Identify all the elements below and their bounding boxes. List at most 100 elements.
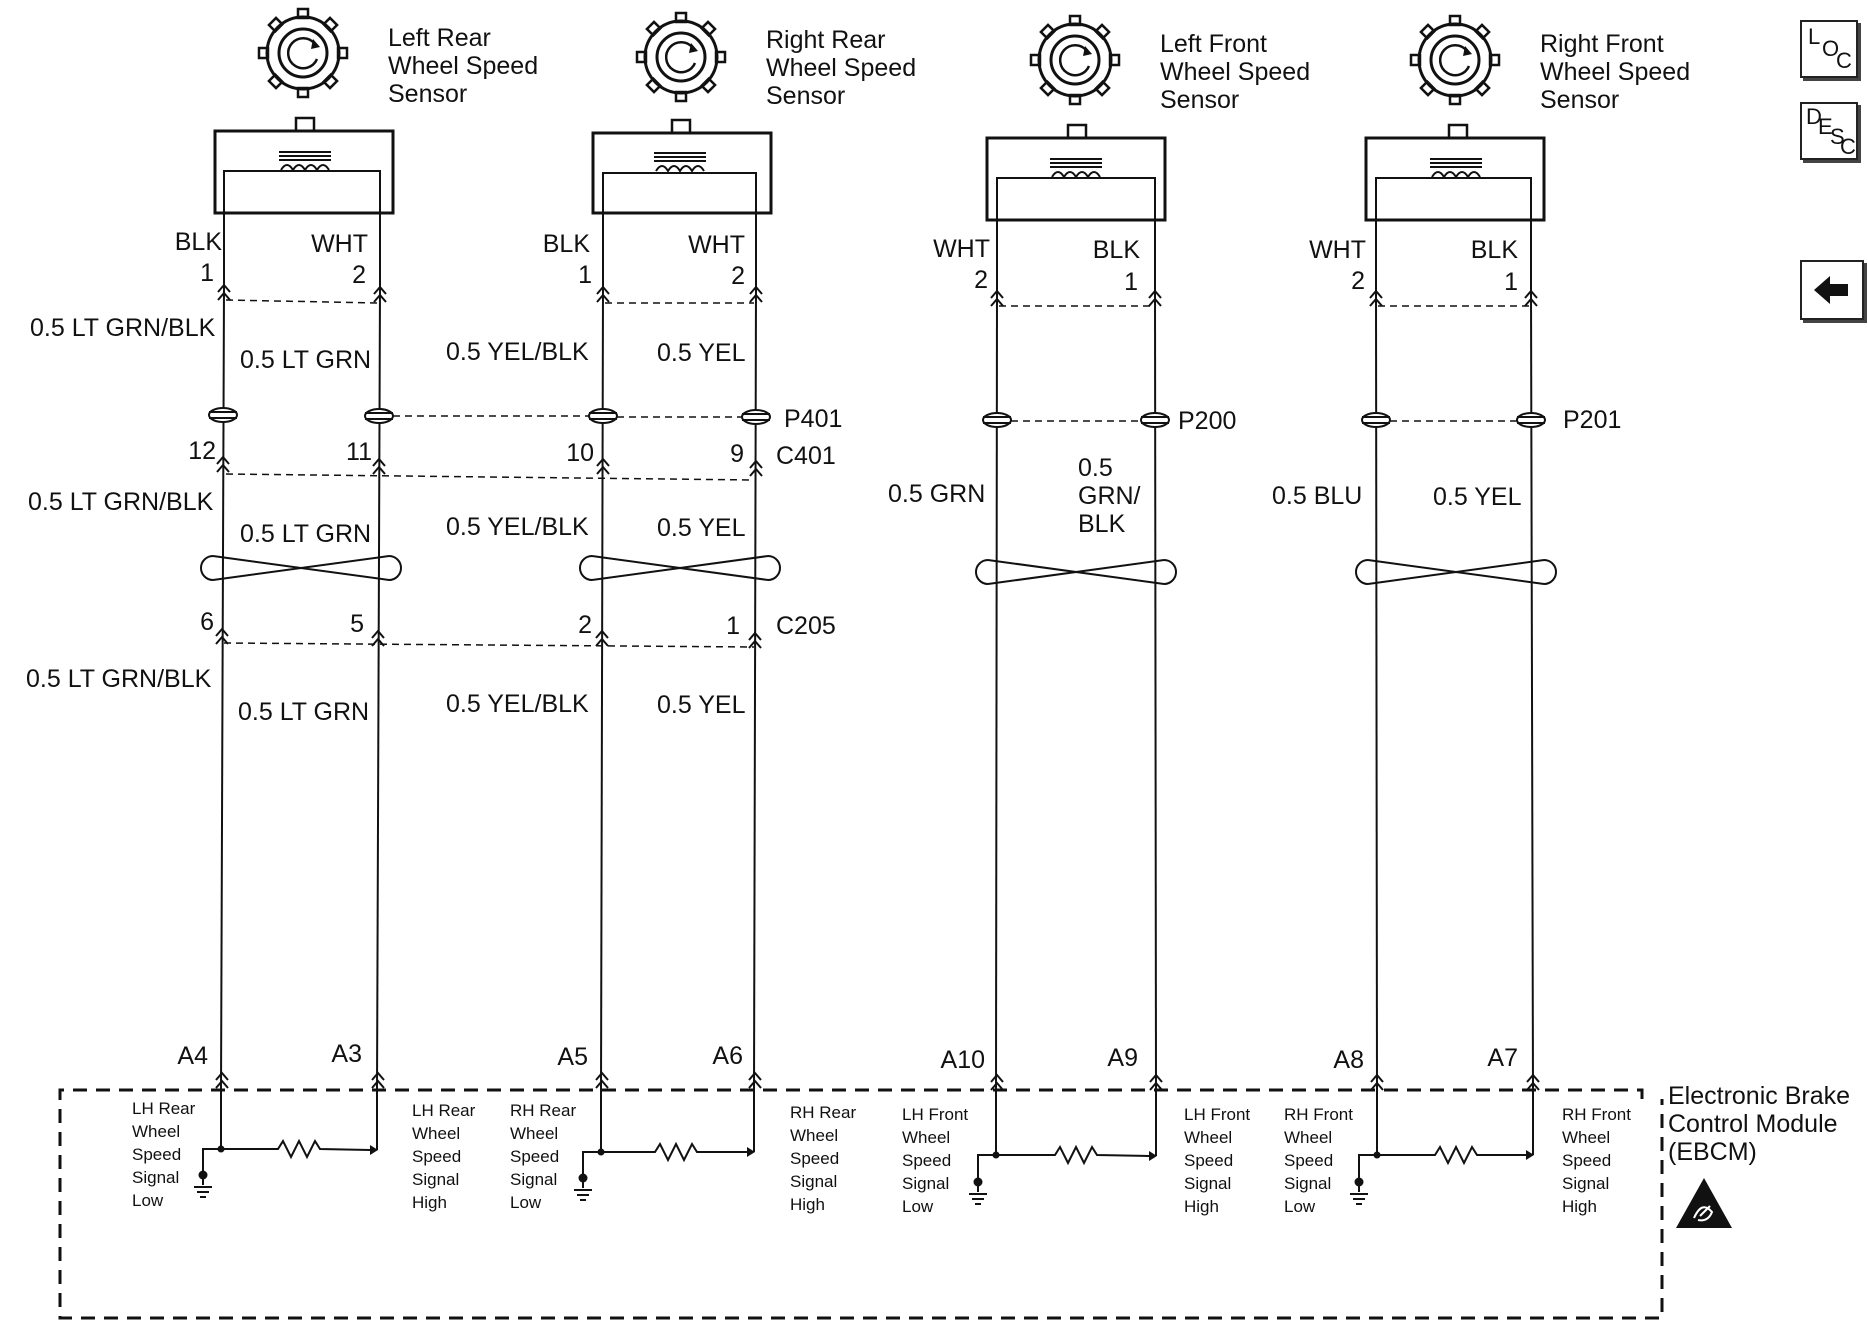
signal-label-line: RH Rear (790, 1103, 856, 1122)
wire-color-label: BLK (1471, 236, 1519, 264)
signal-label-line: LH Front (1184, 1105, 1250, 1124)
back-button[interactable] (1800, 260, 1864, 320)
ebcm-pin-label: A10 (941, 1046, 985, 1074)
desc-letter: S (1830, 124, 1845, 149)
signal-label-lh-front-low: LH Front Wheel Speed Signal Low (902, 1105, 968, 1216)
signal-label-line: Speed (510, 1147, 559, 1166)
loc-letter: C (1836, 48, 1852, 73)
ground-icon (968, 1176, 988, 1205)
signal-label-line: Low (132, 1191, 164, 1210)
signal-label-line: RH Front (1562, 1105, 1631, 1124)
desc-button[interactable]: D E S C (1800, 102, 1858, 160)
pin-number: 11 (346, 438, 372, 466)
signal-label-line: Wheel (510, 1124, 558, 1143)
ebcm-title-line1: Electronic Brake (1668, 1082, 1850, 1110)
left-rear-sensor: Left Rear Wheel Speed Sensor BLK WHT 1 2 (175, 7, 538, 289)
coil-icon (1049, 158, 1103, 178)
signal-label-line: Signal (790, 1172, 837, 1191)
signal-label-line: Speed (1284, 1151, 1333, 1170)
signal-label-line: High (1184, 1197, 1219, 1216)
ground-icon (573, 1172, 593, 1201)
ebcm-module: Electronic Brake Control Module (EBCM) A… (58, 1040, 1850, 1320)
signal-label-rh-front-high: RH Front Wheel Speed Signal High (1562, 1105, 1631, 1216)
wheel-sensor-icon (257, 7, 349, 99)
signal-label-line: LH Front (902, 1105, 968, 1124)
signal-label-line: Signal (132, 1168, 179, 1187)
signal-label-rh-front-low: RH Front Wheel Speed Signal Low (1284, 1105, 1353, 1216)
pin-number: 9 (730, 440, 744, 468)
wire-gauge-label: 0.5 YEL (657, 691, 746, 719)
signal-label-line: Wheel (1184, 1128, 1232, 1147)
wire-gauge-label: 0.5 YEL/BLK (446, 690, 589, 718)
ebcm-pin-label: A7 (1487, 1044, 1518, 1072)
ebcm-pin-label: A8 (1333, 1046, 1364, 1074)
wire-gauge-label: 0.5 BLU (1272, 482, 1362, 510)
wire-color-label: WHT (933, 235, 990, 263)
splice-icon (1361, 412, 1391, 428)
desc-letter: C (1840, 134, 1856, 159)
left-front-sensor: Left Front Wheel Speed Sensor WHT BLK 2 … (933, 14, 1310, 296)
signal-label-line: Wheel (1562, 1128, 1610, 1147)
splice-icon (1140, 412, 1170, 428)
coil-icon (1429, 158, 1483, 178)
signal-label-line: High (412, 1193, 447, 1212)
connector-label: P401 (784, 405, 842, 433)
splice-icon (1516, 412, 1546, 428)
wire-gauge-label: 0.5 YEL/BLK (446, 513, 589, 541)
esd-warning-icon (1676, 1178, 1732, 1228)
signal-label-line: Signal (510, 1170, 557, 1189)
wire-gauge-label: 0.5 LT GRN (240, 520, 371, 548)
sensor-title-line1: Left Front (1160, 30, 1267, 58)
wire-gauge-label: 0.5 LT GRN/BLK (30, 314, 216, 342)
signal-label-line: Speed (1184, 1151, 1233, 1170)
signal-label-line: Speed (902, 1151, 951, 1170)
pin-number: 2 (974, 266, 988, 294)
wire-color-label: WHT (311, 230, 368, 258)
loc-button[interactable]: L O C (1800, 20, 1858, 78)
pin-number: 1 (1124, 268, 1138, 296)
signal-label-line: Signal (902, 1174, 949, 1193)
wire-gauge-label: GRN/ (1078, 482, 1141, 510)
signal-label-lh-rear-high: LH Rear Wheel Speed Signal High (412, 1101, 476, 1212)
ebcm-title-line3: (EBCM) (1668, 1138, 1757, 1166)
pin-number: 1 (578, 261, 592, 289)
wire-color-label: WHT (1309, 236, 1366, 264)
signal-label-line: RH Front (1284, 1105, 1353, 1124)
wire-gauge-label: 0.5 YEL (657, 514, 746, 542)
signal-label-line: Low (1284, 1197, 1316, 1216)
signal-label-line: LH Rear (412, 1101, 476, 1120)
splice-icon (364, 408, 394, 424)
pin-number: 6 (200, 608, 214, 636)
signal-label-line: Signal (1184, 1174, 1231, 1193)
ground-icon (1349, 1176, 1369, 1205)
wire-color-label: BLK (543, 230, 591, 258)
pin-number: 2 (578, 611, 592, 639)
signal-label-line: Speed (412, 1147, 461, 1166)
splice-icon (588, 408, 618, 424)
signal-label-line: RH Rear (510, 1101, 576, 1120)
wire-gauge-label: 0.5 LT GRN/BLK (26, 665, 212, 693)
coil-icon (653, 152, 707, 172)
wire-color-label: BLK (1093, 236, 1141, 264)
signal-label-line: Signal (1562, 1174, 1609, 1193)
sensor-title-line1: Right Rear (766, 26, 886, 54)
signal-label-line: Low (902, 1197, 934, 1216)
wire-gauge-label: 0.5 LT GRN/BLK (28, 488, 214, 516)
twisted-pair-icon (1355, 559, 1557, 585)
pin-number: 1 (726, 612, 740, 640)
signal-label-line: Speed (790, 1149, 839, 1168)
wire-gauge-label: BLK (1078, 510, 1126, 538)
signal-label-line: Wheel (132, 1122, 180, 1141)
twisted-pair-icon (975, 559, 1177, 585)
signal-label-line: High (1562, 1197, 1597, 1216)
ebcm-pin-label: A4 (177, 1042, 208, 1070)
splice-icon (208, 407, 238, 423)
pin-number: 1 (200, 259, 214, 287)
sensor-title-line2: Wheel Speed (388, 52, 538, 80)
signal-label-line: Wheel (1284, 1128, 1332, 1147)
connector-label: C401 (776, 442, 836, 470)
signal-label-line: LH Rear (132, 1099, 196, 1118)
wire-gauge-label: 0.5 LT GRN (238, 698, 369, 726)
ground-icon (193, 1169, 213, 1198)
connector-label: P200 (1178, 407, 1236, 435)
